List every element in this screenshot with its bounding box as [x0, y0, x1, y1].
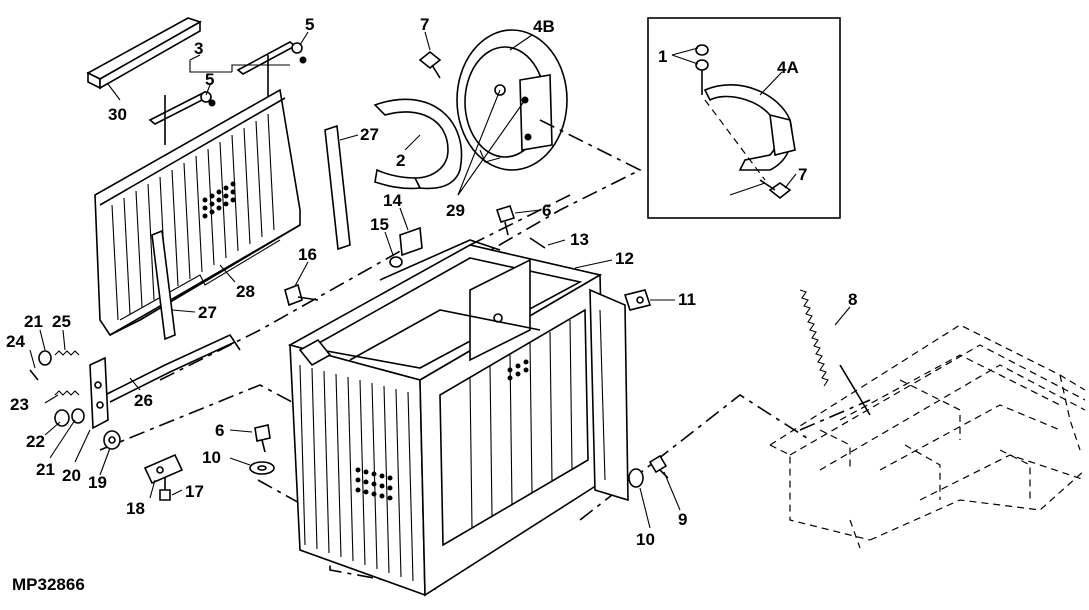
callout-18: 18 — [126, 499, 145, 518]
callout-13: 13 — [570, 230, 589, 249]
callout-7a: 7 — [420, 15, 429, 34]
callout-29: 29 — [446, 201, 465, 220]
part-2-strap — [373, 98, 463, 190]
callout-22: 22 — [26, 432, 45, 451]
callout-4a: 4A — [777, 58, 799, 77]
part-4b-shroud — [456, 29, 568, 171]
part-11-clip — [623, 289, 652, 311]
part-27-bars — [151, 124, 351, 341]
callout-labels: 30 3 5 5 7 4B 2 29 27 28 27 1 4A 7 6 13 … — [6, 15, 857, 594]
bolt-16 — [284, 283, 319, 307]
callout-14: 14 — [383, 191, 402, 210]
callout-4b: 4B — [533, 17, 555, 36]
callout-15: 15 — [370, 215, 389, 234]
washers-left — [38, 350, 121, 450]
callout-24: 24 — [6, 332, 25, 351]
bracket-18 — [143, 453, 184, 501]
callout-27b: 27 — [198, 303, 217, 322]
part-13-pin — [529, 237, 546, 249]
part-30-bar — [86, 17, 202, 90]
callout-10a: 10 — [202, 448, 221, 467]
callout-25: 25 — [52, 312, 71, 331]
callout-5a: 5 — [205, 70, 214, 89]
callout-26: 26 — [134, 391, 153, 410]
callout-11: 11 — [678, 290, 696, 309]
part-7-bolt-upper — [418, 50, 442, 79]
callout-21b: 21 — [36, 460, 55, 479]
callout-30: 30 — [108, 105, 127, 124]
callout-2: 2 — [396, 151, 405, 170]
callout-20: 20 — [62, 466, 81, 485]
callout-8: 8 — [848, 290, 857, 309]
callout-21a: 21 — [24, 312, 43, 331]
left-grille-panel — [94, 88, 301, 337]
radiator-housing — [287, 239, 629, 597]
part-26-rod — [89, 333, 241, 430]
callout-3: 3 — [194, 39, 203, 58]
callout-7b: 7 — [798, 165, 807, 184]
callout-16: 16 — [298, 245, 317, 264]
callout-19: 19 — [88, 473, 107, 492]
bolt-6-lower — [249, 424, 275, 475]
callout-1: 1 — [658, 47, 667, 66]
callout-17: 17 — [185, 482, 204, 501]
callout-28: 28 — [236, 282, 255, 301]
callout-6b: 6 — [215, 421, 224, 440]
bolt-6-upper — [495, 205, 516, 236]
callout-23: 23 — [10, 395, 29, 414]
callout-10b: 10 — [636, 530, 655, 549]
callout-6a: 6 — [542, 201, 551, 220]
part-8-spring — [799, 289, 871, 416]
figure-code: MP32866 — [12, 575, 85, 594]
callout-5b: 5 — [305, 15, 314, 34]
parts-14-15 — [389, 226, 423, 268]
engine-outline-dashed — [769, 324, 1086, 549]
bolt-9-washer-10 — [628, 454, 669, 488]
springs — [29, 350, 80, 396]
leader-lines — [29, 31, 851, 529]
callout-12: 12 — [615, 249, 634, 268]
callout-27a: 27 — [360, 125, 379, 144]
callout-9: 9 — [678, 510, 687, 529]
inset-box-4a — [647, 17, 841, 219]
